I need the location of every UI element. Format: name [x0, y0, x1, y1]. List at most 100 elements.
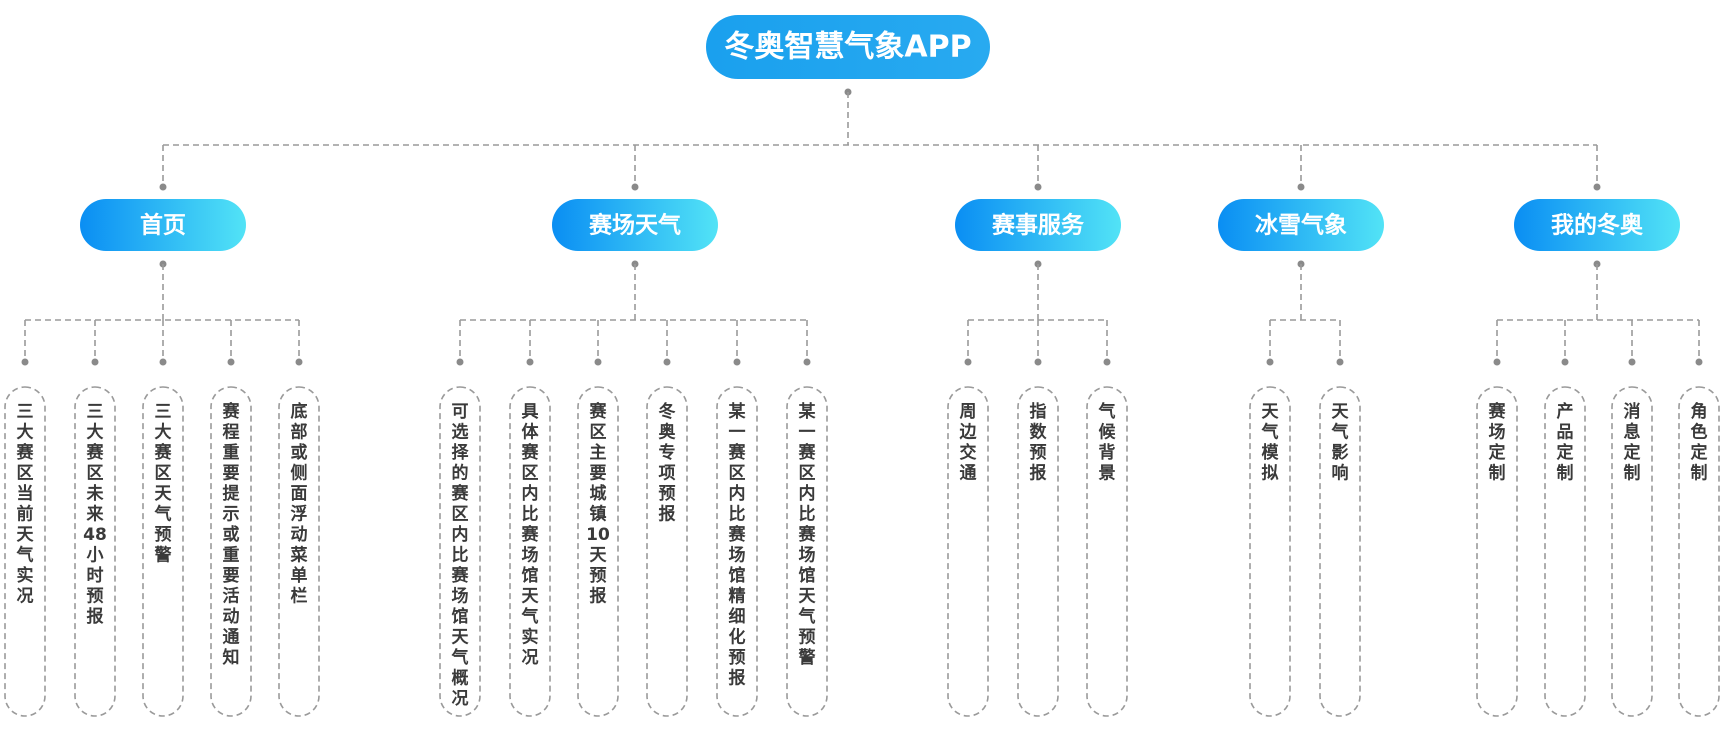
- leaf-node-label: 指数预报: [1030, 401, 1048, 484]
- leaf-node-label: 底部或侧面浮动菜单栏: [290, 401, 309, 607]
- leaf-node-label: 周边交通: [959, 402, 978, 484]
- connector-dot: [594, 358, 602, 366]
- leaf-node[interactable]: 某一赛区内比赛场馆精细化预报: [716, 386, 758, 717]
- leaf-node[interactable]: 冬奥专项预报: [646, 386, 688, 717]
- leaf-node-label: 三大赛区天气预警: [154, 402, 173, 566]
- leaf-node[interactable]: 天气影响: [1319, 386, 1361, 717]
- leaf-node[interactable]: 底部或侧面浮动菜单栏: [278, 386, 320, 717]
- category-node-box: [955, 199, 1121, 251]
- leaf-node-box: [1678, 386, 1720, 717]
- root-node-box: [706, 15, 990, 79]
- connector-dot: [91, 358, 99, 366]
- leaf-node[interactable]: 产品定制: [1544, 386, 1586, 717]
- leaf-node-label: 可选择的赛区内比赛场馆天气概况: [451, 402, 470, 709]
- category-node-5[interactable]: 我的冬奥: [1514, 199, 1680, 251]
- connector-dot: [1493, 358, 1501, 366]
- category-node-1[interactable]: 首页: [80, 199, 246, 251]
- leaf-node-box: [1249, 386, 1291, 717]
- leaf-node-label: 天气影响: [1331, 402, 1350, 484]
- category-node-label: 赛事服务: [991, 212, 1085, 239]
- connector-dot: [803, 358, 811, 366]
- connector-dot: [663, 358, 671, 366]
- connector-dot: [1628, 358, 1636, 366]
- leaf-node-label: 三大赛区当前天气实况: [16, 402, 35, 607]
- leaf-node-box: [1476, 386, 1518, 717]
- category-node-box: [552, 199, 718, 251]
- category-node-label: 赛场天气: [588, 212, 681, 239]
- leaf-node-box: [1017, 386, 1059, 717]
- connector-dot: [159, 358, 167, 366]
- connector-dot: [733, 358, 741, 366]
- connector-dot: [227, 358, 235, 366]
- connector-dot: [1297, 183, 1305, 191]
- connector-dot: [1034, 183, 1042, 191]
- connector-dot: [964, 358, 972, 366]
- leaf-node-label: 某一赛区内比赛场馆天气预警: [798, 401, 817, 668]
- leaf-node-label: 冬奥专项预报: [659, 401, 677, 525]
- leaf-node-label: 产品定制: [1557, 401, 1574, 484]
- connector-dot: [159, 183, 167, 191]
- leaf-node[interactable]: 角色定制: [1678, 386, 1720, 717]
- connector-dot: [1034, 358, 1042, 366]
- leaf-node[interactable]: 赛程重要提示或重要活动通知: [210, 386, 252, 717]
- leaf-node[interactable]: 某一赛区内比赛场馆天气预警: [786, 386, 828, 717]
- leaf-node-box: [786, 386, 828, 717]
- leaf-node-box: [439, 386, 481, 717]
- leaf-node[interactable]: 三大赛区天气预警: [142, 386, 184, 717]
- leaf-node[interactable]: 消息定制: [1611, 386, 1653, 717]
- leaf-node-label: 消息定制: [1624, 401, 1641, 484]
- leaf-node-box: [646, 386, 688, 717]
- leaf-node-label: 赛程重要提示或重要活动通知: [222, 401, 241, 668]
- connector-dot: [1695, 358, 1703, 366]
- connector-dot: [1593, 183, 1601, 191]
- leaf-node[interactable]: 周边交通: [947, 386, 989, 717]
- root-node-label: 冬奥智慧气象APP: [724, 30, 971, 65]
- connector-dot: [1103, 358, 1111, 366]
- leaf-node-box: [947, 386, 989, 717]
- leaf-node-box: [1086, 386, 1128, 717]
- leaf-node-label: 气候背景: [1098, 401, 1117, 484]
- category-node-box: [1218, 199, 1384, 251]
- leaf-node-box: [577, 386, 619, 717]
- category-node-box: [1514, 199, 1680, 251]
- leaf-node-label: 具体赛区内比赛场馆天气实况: [521, 402, 540, 668]
- leaf-node-box: [74, 386, 116, 717]
- connector-dot: [1266, 358, 1274, 366]
- leaf-node-box: [4, 386, 46, 717]
- connector-dot: [456, 358, 464, 366]
- leaf-node[interactable]: 三大赛区当前天气实况: [4, 386, 46, 717]
- leaf-node[interactable]: 天气模拟: [1249, 386, 1291, 717]
- connector-dot: [21, 358, 29, 366]
- category-node-2[interactable]: 赛场天气: [552, 199, 718, 251]
- connector-dot: [1561, 358, 1569, 366]
- connector-dot: [526, 358, 534, 366]
- leaf-node-box: [1544, 386, 1586, 717]
- connector-dot: [1336, 358, 1344, 366]
- leaf-node[interactable]: 具体赛区内比赛场馆天气实况: [509, 386, 551, 717]
- category-node-label: 首页: [140, 212, 186, 239]
- category-node-3[interactable]: 赛事服务: [955, 199, 1121, 251]
- leaf-node[interactable]: 可选择的赛区内比赛场馆天气概况: [439, 386, 481, 717]
- leaf-node-box: [210, 386, 252, 717]
- connector-dot: [631, 183, 639, 191]
- leaf-node-box: [1319, 386, 1361, 717]
- leaf-node-label: 角色定制: [1691, 401, 1708, 484]
- leaf-node-label: 赛场定制: [1488, 401, 1507, 484]
- leaf-node[interactable]: 气候背景: [1086, 386, 1128, 717]
- category-node-label: 冰雪气象: [1255, 212, 1347, 239]
- leaf-node-label: 某一赛区内比赛场馆精细化预报: [728, 401, 747, 689]
- root-node[interactable]: 冬奥智慧气象APP: [706, 15, 990, 79]
- leaf-node[interactable]: 赛场定制: [1476, 386, 1518, 717]
- leaf-node-label: 天气模拟: [1261, 402, 1280, 484]
- leaf-node[interactable]: 指数预报: [1017, 386, 1059, 717]
- leaf-node-box: [509, 386, 551, 717]
- category-node-4[interactable]: 冰雪气象: [1218, 199, 1384, 251]
- leaf-node-box: [1611, 386, 1653, 717]
- category-node-box: [80, 199, 246, 251]
- connector-dot: [295, 358, 303, 366]
